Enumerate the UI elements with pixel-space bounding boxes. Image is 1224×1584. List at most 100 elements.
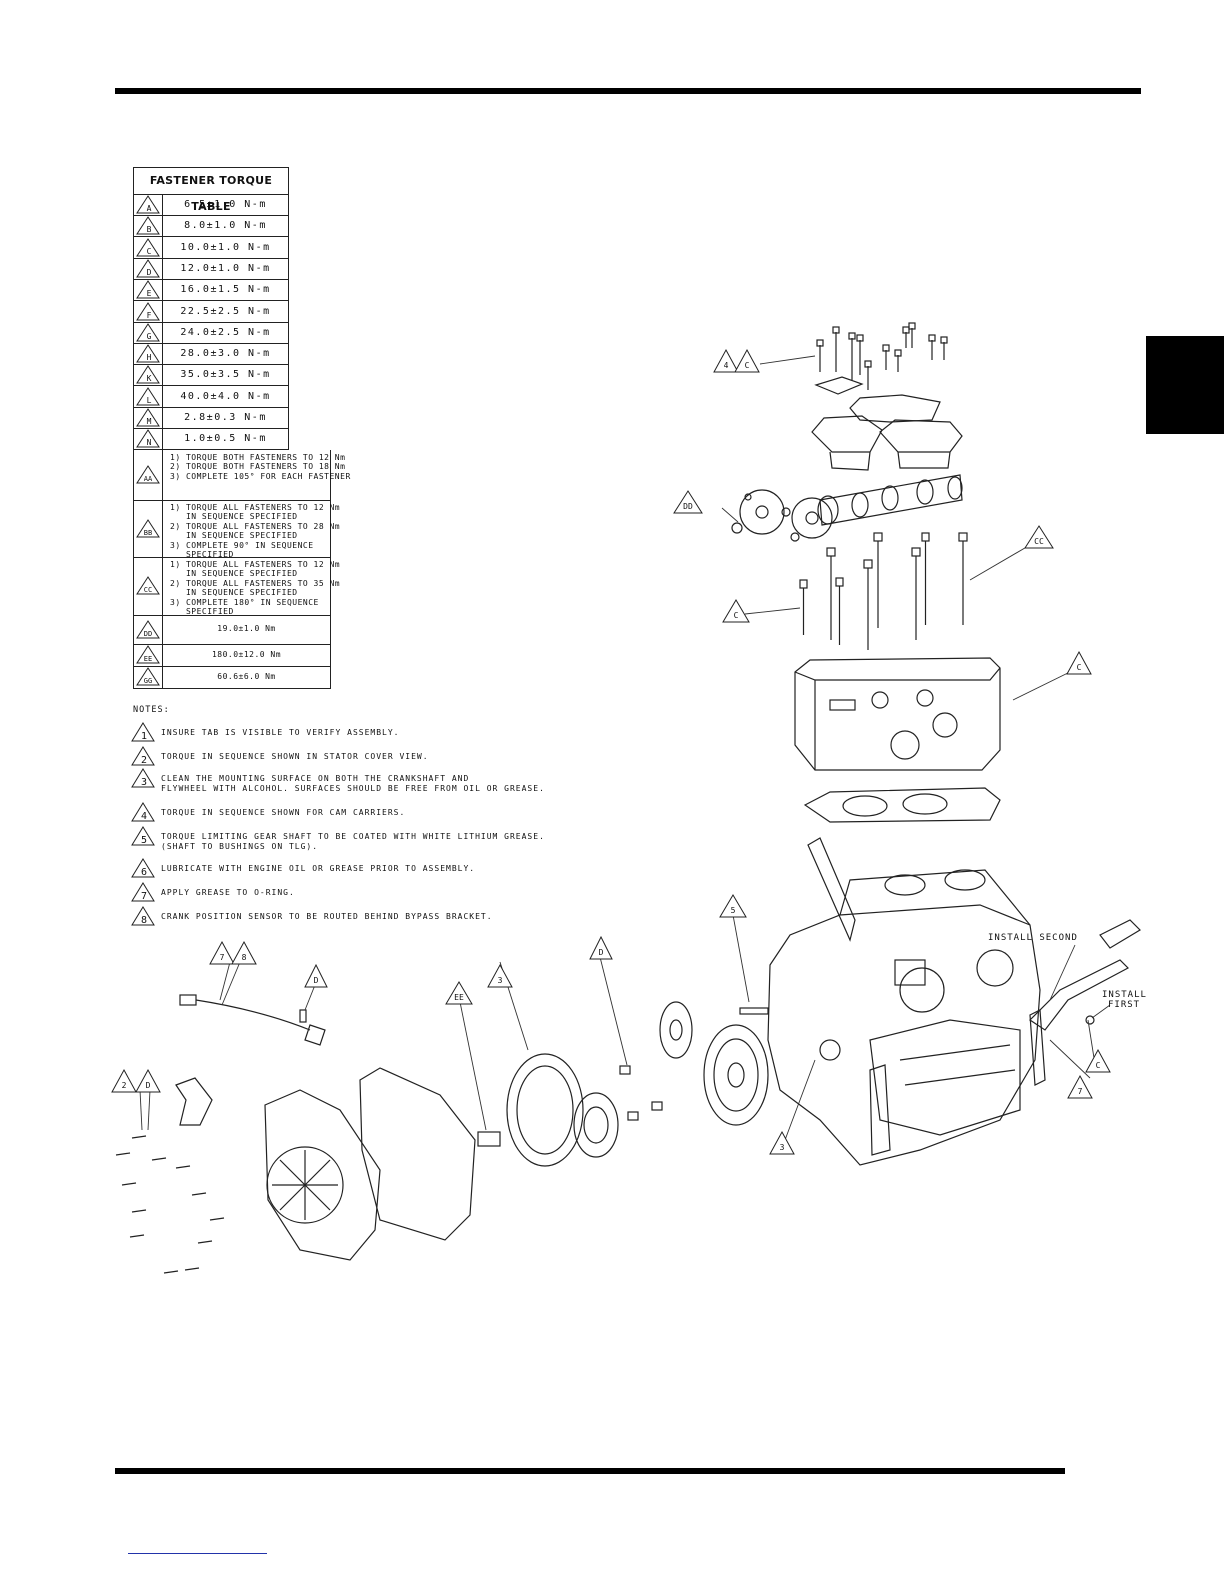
callout-d2: D — [304, 963, 328, 988]
torque-symbol-icon: L — [134, 385, 163, 407]
note-text: APPLY GREASE TO O-RING. — [161, 888, 295, 897]
torque-row-b: B 8.0±1.0 N-m — [133, 215, 289, 238]
flywheel — [477, 1053, 663, 1167]
svg-text:3: 3 — [141, 777, 147, 788]
note-number-icon: 3 — [131, 768, 155, 788]
callout-label: DD — [683, 502, 693, 511]
bottom-rule — [115, 1468, 1065, 1474]
camshafts — [817, 474, 963, 526]
torque-value: 1) TORQUE ALL FASTENERS TO 12 Nm IN SEQU… — [170, 559, 341, 617]
stator-cover — [264, 1067, 476, 1261]
crank-position-sensor — [179, 994, 326, 1046]
torque-row-k: K 35.0±3.5 N-m — [133, 364, 289, 387]
svg-text:GG: GG — [144, 677, 152, 685]
note-number-icon: 1 — [131, 722, 155, 742]
cam-carrier-bolts — [816, 322, 948, 390]
svg-text:BB: BB — [144, 529, 152, 537]
svg-text:5: 5 — [141, 835, 147, 846]
install-first-label-1: INSTALL — [1102, 990, 1147, 1000]
svg-text:1: 1 — [141, 731, 147, 742]
note-text: INSURE TAB IS VISIBLE TO VERIFY ASSEMBLY… — [161, 728, 400, 737]
cam-sprockets — [731, 489, 833, 542]
torque-row-c: C 10.0±1.0 N-m — [133, 236, 289, 259]
callout-3a: 3 — [487, 963, 513, 988]
torque-value: 10.0±1.0 N-m — [180, 241, 271, 253]
svg-text:2: 2 — [141, 755, 147, 766]
callout-label: C — [745, 361, 750, 370]
torque-symbol-icon: G — [134, 321, 163, 343]
torque-value: 19.0±1.0 Nm — [217, 624, 276, 634]
leader-lines — [139, 355, 1111, 1141]
callout-label: 2 — [122, 1081, 127, 1090]
callout-label: 8 — [242, 953, 247, 962]
torque-value: 1) TORQUE ALL FASTENERS TO 12 Nm IN SEQU… — [170, 502, 341, 560]
note-text: TORQUE IN SEQUENCE SHOWN IN STATOR COVER… — [161, 752, 429, 761]
torque-value: 60.6±6.0 Nm — [217, 671, 276, 681]
callout-ee: EE — [445, 981, 473, 1005]
callout-c3: C — [1085, 1048, 1111, 1073]
callout-label: C — [1096, 1061, 1101, 1070]
torque-symbol-icon: EE — [134, 643, 163, 666]
torque-symbol-icon: C — [134, 236, 163, 258]
callout-3b: 3 — [769, 1130, 795, 1155]
svg-text:CC: CC — [144, 586, 152, 594]
note-number-icon: 5 — [131, 826, 155, 846]
callout-c2: C — [1066, 650, 1092, 675]
note-text: TORQUE LIMITING GEAR SHAFT TO BE COATED … — [161, 832, 545, 851]
note-number-icon: 6 — [131, 858, 155, 878]
torque-row-e: E 16.0±1.5 N-m — [133, 279, 289, 302]
svg-text:B: B — [147, 225, 152, 234]
torque-limiting-gear — [659, 1001, 769, 1126]
callout-2: 2 — [111, 1068, 137, 1093]
torque-value: 2.8±0.3 N-m — [184, 412, 267, 423]
callout-8: 8 — [231, 940, 257, 965]
torque-value: 35.0±3.5 N-m — [180, 369, 271, 381]
torque-value: 16.0±1.5 N-m — [180, 284, 271, 296]
top-rule — [115, 88, 1141, 94]
head-gasket — [803, 787, 1001, 823]
torque-value: 22.5±2.5 N-m — [180, 305, 271, 317]
callout-label: C — [734, 611, 739, 620]
svg-text:4: 4 — [141, 811, 147, 822]
torque-symbol-icon: E — [134, 279, 163, 301]
svg-text:K: K — [147, 374, 152, 383]
torque-symbol-icon: F — [134, 300, 163, 322]
callout-5: 5 — [719, 894, 747, 918]
svg-text:M: M — [147, 417, 152, 426]
torque-table-title: FASTENER TORQUE TABLE — [133, 167, 289, 213]
svg-text:6: 6 — [141, 867, 147, 878]
footer-link-underline — [128, 1553, 267, 1554]
torque-symbol-icon: H — [134, 343, 163, 365]
callout-d3: D — [135, 1068, 161, 1093]
svg-text:C: C — [147, 247, 152, 256]
note-text: CLEAN THE MOUNTING SURFACE ON BOTH THE C… — [161, 774, 545, 793]
torque-symbol-icon: AA — [134, 449, 163, 500]
bypass-tube — [1029, 919, 1141, 1086]
torque-value: 8.0±1.0 N-m — [184, 220, 267, 232]
note-number-icon: 8 — [131, 906, 155, 926]
svg-text:E: E — [147, 289, 152, 298]
torque-row-bb: BB 1) TORQUE ALL FASTENERS TO 12 Nm IN SE… — [133, 499, 341, 560]
torque-row-gg: GG 60.6±6.0 Nm — [133, 665, 331, 689]
engine-block — [767, 837, 1041, 1166]
callout-7: 7 — [209, 940, 235, 965]
torque-row-m: M 2.8±0.3 N-m — [133, 407, 289, 429]
callout-cc: CC — [1024, 525, 1054, 549]
torque-row-ee: EE 180.0±12.0 Nm — [133, 643, 331, 667]
install-first-label-2: FIRST — [1108, 1000, 1140, 1010]
callout-label: 7 — [1078, 1087, 1083, 1096]
torque-value: 180.0±12.0 Nm — [211, 649, 282, 659]
torque-symbol-icon: B — [134, 215, 163, 237]
callout-dd: DD — [673, 490, 703, 514]
callout-4: 4 — [713, 348, 739, 373]
svg-text:F: F — [147, 311, 152, 320]
cam-carriers — [811, 376, 963, 471]
callout-7b: 7 — [1067, 1074, 1093, 1099]
note-number-icon: 2 — [131, 746, 155, 766]
svg-text:L: L — [147, 396, 152, 405]
svg-text:N: N — [147, 438, 152, 447]
